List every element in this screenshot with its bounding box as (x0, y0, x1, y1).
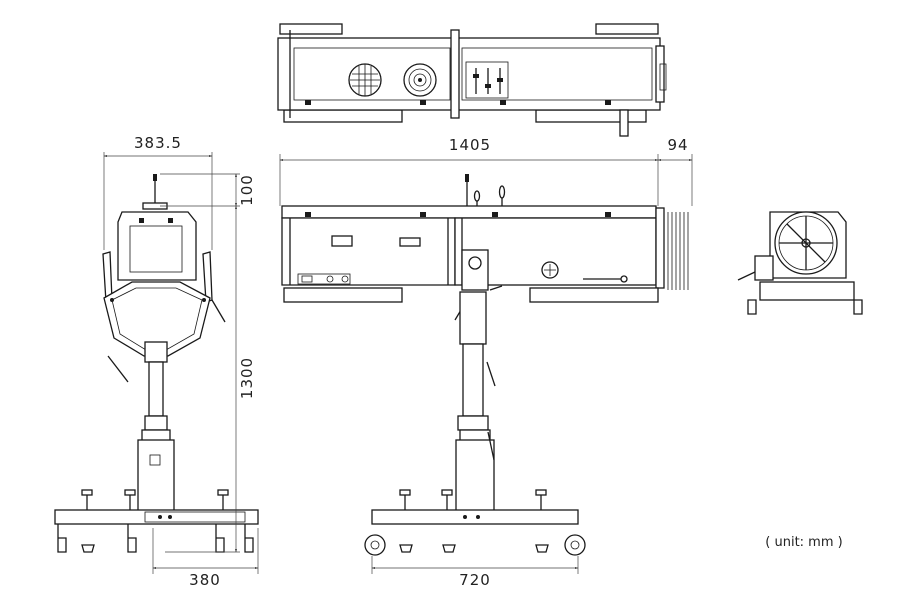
dim-label-wheelbase: 720 (459, 571, 491, 589)
dim-label-front-width: 383.5 (134, 134, 182, 152)
dim-label-handle-height: 100 (238, 174, 256, 206)
rear-view (737, 211, 863, 315)
dim-label-base-width: 380 (189, 571, 221, 589)
dimension-lines (103, 152, 693, 574)
dim-label-barndoor-depth: 94 (667, 136, 688, 154)
side-view (281, 174, 689, 556)
front-view (54, 174, 259, 553)
dim-label-total-height: 1300 (238, 357, 256, 399)
top-view (277, 23, 667, 137)
unit-note: ( unit: mm ) (765, 535, 842, 550)
dim-label-body-length: 1405 (449, 136, 491, 154)
